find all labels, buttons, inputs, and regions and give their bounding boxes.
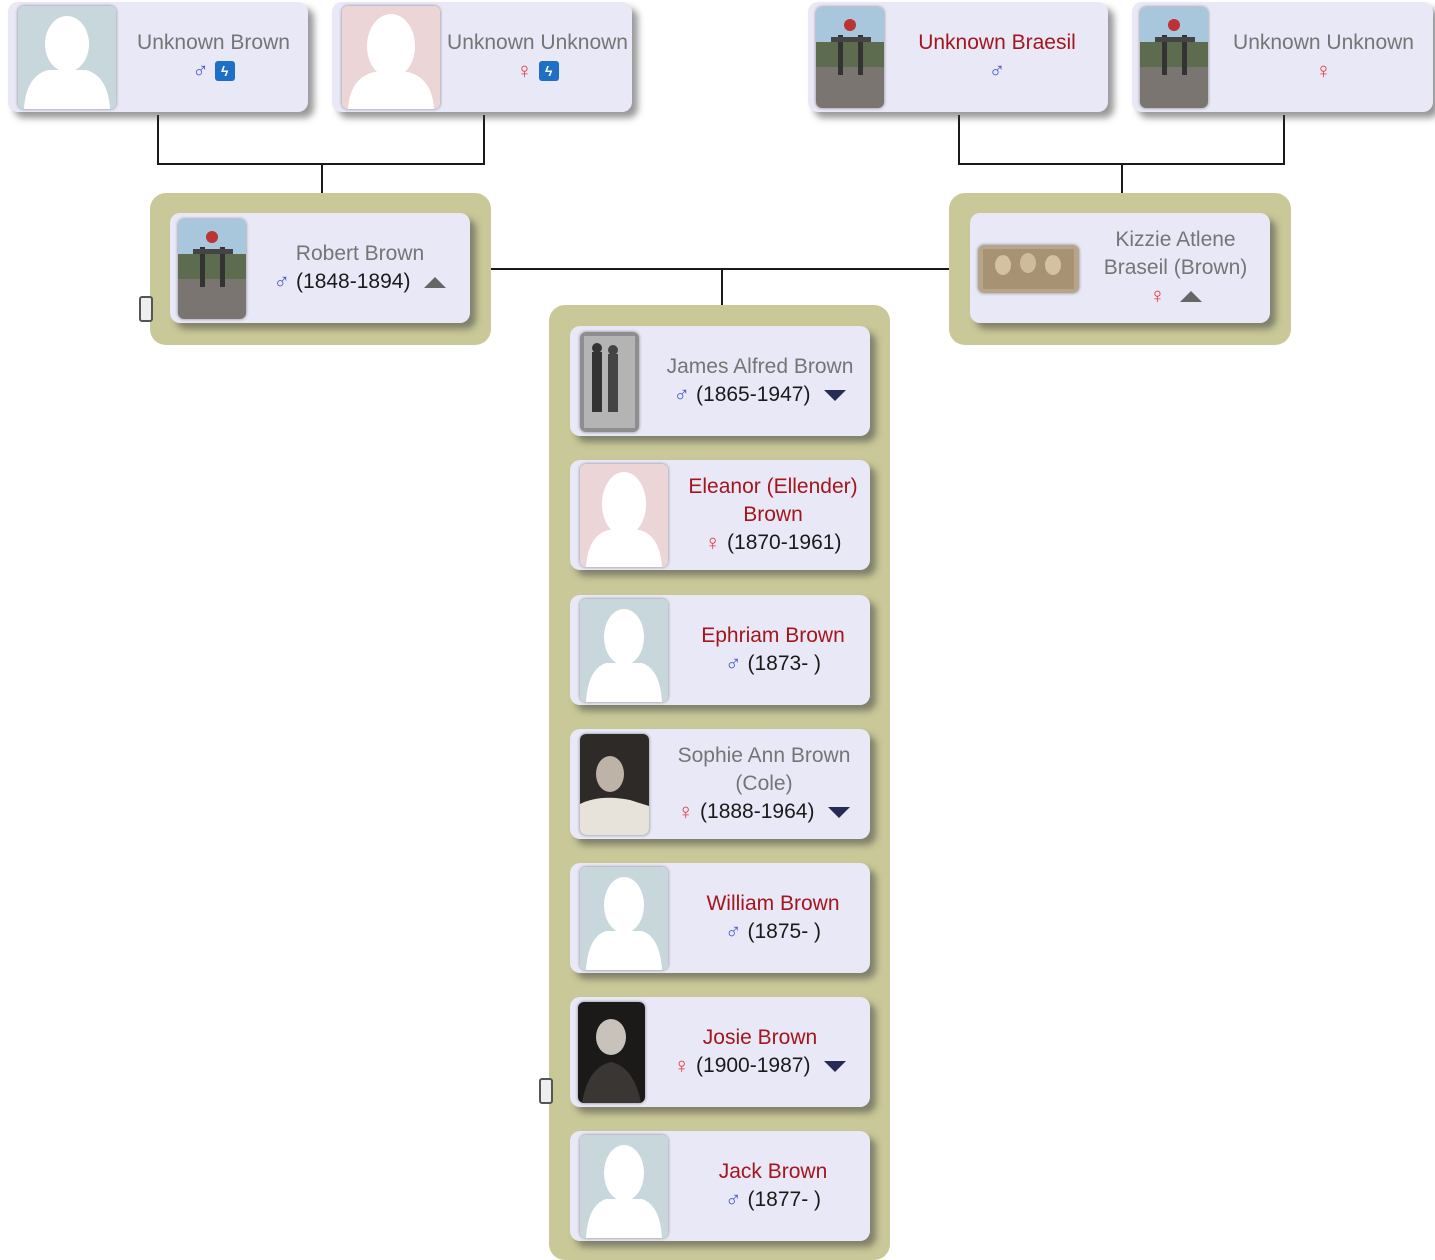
expand-descendants-icon[interactable] — [824, 1060, 847, 1072]
life-dates: (1873- ) — [747, 652, 822, 675]
person-name: Unknown Braesil — [918, 31, 1076, 54]
person-name: Unknown Unknown — [447, 31, 628, 54]
person-card-sophie-ann-brown[interactable]: Sophie Ann Brown (Cole) ♀(1888-1964) — [570, 729, 870, 839]
bw-photo — [580, 332, 639, 432]
silhouette-male-photo — [580, 1135, 668, 1238]
expand-ancestors-icon[interactable] — [1179, 290, 1202, 302]
male-icon: ♂ — [724, 919, 742, 944]
life-dates: (1870-1961) — [727, 531, 842, 554]
person-card-unknown-unknown[interactable]: Unknown Unknown ♀ϟ — [332, 2, 632, 112]
female-icon: ♀ — [516, 58, 533, 83]
person-name: Unknown Unknown — [1233, 31, 1414, 54]
person-name: William Brown — [706, 892, 840, 915]
collapse-handle-icon[interactable] — [139, 296, 153, 322]
expand-descendants-icon[interactable] — [824, 389, 847, 401]
silhouette-female-photo — [342, 6, 440, 109]
bw-photo — [578, 1002, 645, 1103]
silhouette-male-photo — [18, 6, 116, 109]
female-icon: ♀ — [677, 799, 695, 824]
female-icon: ♀ — [1315, 58, 1332, 83]
person-card-william-brown[interactable]: William Brown ♂(1875- ) — [570, 863, 870, 973]
collapse-handle-icon[interactable] — [539, 1078, 553, 1104]
lightning-badge-icon[interactable]: ϟ — [538, 61, 559, 81]
person-name: Sophie Ann Brown (Cole) — [677, 744, 851, 795]
silhouette-male-photo — [580, 599, 668, 702]
person-card-unknown-unknown-maternal[interactable]: Unknown Unknown ♀ — [1132, 2, 1433, 112]
person-card-kizzie-braseil[interactable]: Kizzie Atlene Braseil (Brown) ♀ — [970, 213, 1270, 323]
male-icon: ♂ — [273, 269, 291, 294]
person-card-josie-brown[interactable]: Josie Brown ♀(1900-1987) — [570, 997, 870, 1107]
person-card-ephriam-brown[interactable]: Ephriam Brown ♂(1873- ) — [570, 595, 870, 705]
female-icon: ♀ — [704, 530, 722, 555]
person-card-unknown-brown[interactable]: Unknown Brown ♂ϟ — [8, 2, 308, 112]
life-dates: (1877- ) — [747, 1188, 822, 1211]
lightning-badge-icon[interactable]: ϟ — [214, 61, 235, 81]
expand-ancestors-icon[interactable] — [424, 276, 447, 288]
life-dates: (1900-1987) — [696, 1054, 811, 1077]
male-icon: ♂ — [192, 58, 209, 83]
person-name: James Alfred Brown — [666, 355, 854, 378]
silhouette-male-photo — [580, 867, 668, 970]
person-card-jack-brown[interactable]: Jack Brown ♂(1877- ) — [570, 1131, 870, 1241]
female-icon: ♀ — [1149, 283, 1166, 308]
life-dates: (1848-1894) — [296, 270, 411, 293]
male-icon: ♂ — [724, 651, 742, 676]
landscape-photo — [1140, 7, 1208, 108]
male-icon: ♂ — [673, 382, 691, 407]
male-icon: ♂ — [724, 1187, 742, 1212]
sepia-photo — [978, 245, 1079, 293]
person-name: Eleanor (Ellender) Brown — [688, 475, 858, 526]
person-name: Kizzie Atlene Braseil (Brown) — [1103, 228, 1248, 279]
person-card-robert-brown[interactable]: Robert Brown ♂(1848-1894) — [170, 213, 470, 323]
male-icon: ♂ — [988, 58, 1006, 83]
person-name: Jack Brown — [718, 1160, 828, 1183]
expand-descendants-icon[interactable] — [828, 806, 851, 818]
person-name: Ephriam Brown — [701, 624, 845, 647]
bw-photo — [580, 734, 649, 835]
life-dates: (1888-1964) — [700, 800, 815, 823]
person-name: Unknown Brown — [137, 31, 290, 54]
person-name: Robert Brown — [295, 242, 425, 265]
person-card-eleanor-brown[interactable]: Eleanor (Ellender) Brown ♀(1870-1961) — [570, 460, 870, 570]
person-card-unknown-braesil[interactable]: Unknown Braesil ♂ — [808, 2, 1108, 112]
life-dates: (1875- ) — [747, 920, 822, 943]
landscape-photo — [816, 7, 884, 108]
person-card-james-alfred-brown[interactable]: James Alfred Brown ♂(1865-1947) — [570, 326, 870, 436]
life-dates: (1865-1947) — [696, 383, 811, 406]
landscape-photo — [178, 219, 246, 319]
person-name: Josie Brown — [702, 1026, 818, 1049]
female-icon: ♀ — [673, 1053, 691, 1078]
silhouette-female-photo — [580, 464, 668, 567]
